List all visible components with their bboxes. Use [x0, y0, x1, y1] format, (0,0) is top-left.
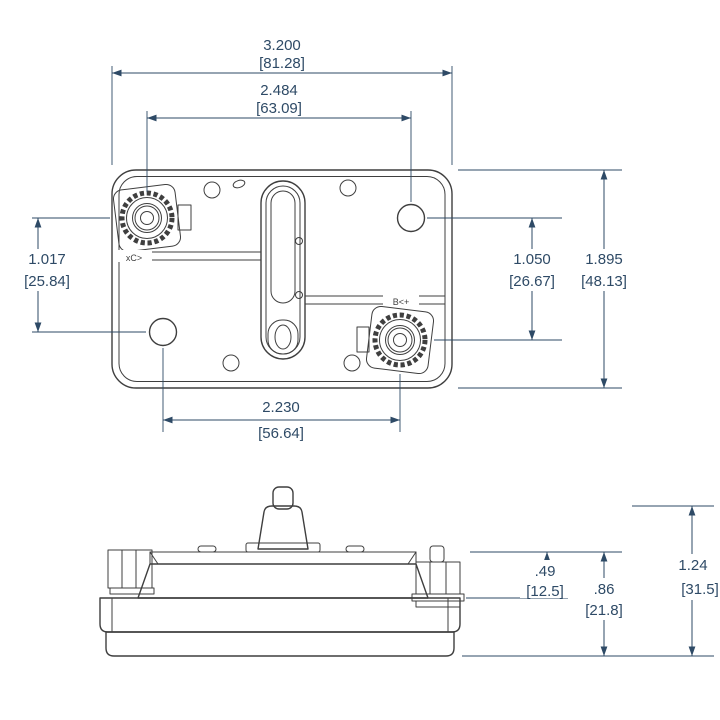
dim-overall-width-in: 3.200	[263, 37, 301, 54]
dim-overall-width: 3.200 [81.28]	[111, 37, 453, 165]
dim-side-overall-height-mm: [31.5]	[681, 581, 719, 598]
side-view	[99, 486, 465, 657]
dim-left-offset-mm: [25.84]	[24, 273, 70, 290]
cap-collar	[245, 542, 321, 553]
left-terminal-tab	[177, 204, 192, 231]
stud-tip	[429, 545, 445, 563]
mounting-hole-bottom-left	[148, 317, 178, 347]
dim-mount-spacing-in: 2.230	[262, 399, 300, 416]
text-mask	[500, 249, 564, 291]
cover-screw	[345, 545, 365, 553]
dim-stud-height-in: .49	[535, 563, 556, 580]
left-terminal-stud	[112, 183, 182, 253]
dim-side-overall-height: 1.24 [31.5]	[666, 506, 720, 656]
breaker-body-inner-outline	[118, 176, 446, 382]
reset-button-housing	[267, 319, 299, 355]
text-mask	[666, 554, 720, 600]
case-detail-hole	[222, 354, 240, 372]
right-polarity-marking: B<+	[393, 297, 410, 307]
text-mask	[16, 249, 78, 291]
base	[99, 597, 461, 657]
serrated-nut-icon	[119, 190, 175, 246]
dim-stud-height: .49 [12.5]	[520, 552, 572, 600]
mounting-hole-top-right	[396, 203, 426, 233]
dim-side-overall-height-in: 1.24	[678, 557, 707, 574]
reset-button-stem	[272, 486, 294, 510]
case-detail-oval	[232, 179, 246, 189]
dim-body-height: .86 [21.8]	[576, 552, 632, 656]
reset-button-cap	[257, 505, 309, 550]
top-view-dimensions: 3.200 [81.28] 2.484 [63.09] 1.017 [25.84…	[16, 37, 638, 442]
reset-lever-slot	[260, 180, 306, 360]
right-terminal-tab	[356, 326, 370, 353]
cover-screw	[197, 545, 217, 553]
right-terminal-stud	[365, 305, 435, 375]
dim-right-offset: 1.050 [26.67]	[427, 217, 564, 341]
dim-body-height-in: .86	[594, 581, 615, 598]
dim-right-offset-mm: [26.67]	[509, 273, 555, 290]
side-view-dimensions: .49 [12.5] .86 [21.8] 1.24 [31.5]	[462, 505, 720, 657]
dim-mount-spacing: 2.230 [56.64]	[162, 348, 401, 442]
text-mask	[520, 560, 572, 598]
left-stud-terminal	[107, 549, 155, 595]
dim-stud-spacing-in: 2.484	[260, 82, 298, 99]
case-detail-hole	[339, 179, 357, 197]
left-polarity-marking: xC>	[126, 253, 142, 263]
dim-overall-width-mm: [81.28]	[259, 55, 305, 72]
case-detail-hole	[203, 181, 221, 199]
dim-left-offset-in: 1.017	[28, 251, 66, 268]
dim-body-height-mm: [21.8]	[585, 602, 623, 619]
breaker-body-outline	[111, 169, 453, 389]
dim-right-offset-in: 1.050	[513, 251, 551, 268]
serrated-nut-icon	[372, 312, 428, 368]
dim-mount-spacing-mm: [56.64]	[258, 425, 304, 442]
dim-stud-spacing: 2.484 [63.09]	[146, 82, 412, 202]
reset-button	[274, 324, 292, 350]
dim-overall-height-mm: [48.13]	[581, 273, 627, 290]
dim-stud-spacing-mm: [63.09]	[256, 100, 302, 117]
upper-housing	[137, 563, 429, 599]
dim-stud-height-mm: [12.5]	[526, 583, 564, 600]
dim-left-offset: 1.017 [25.84]	[16, 217, 146, 333]
right-stud-terminal	[411, 545, 465, 608]
hex-nut	[415, 561, 461, 595]
top-view: xC> B<+	[111, 169, 453, 389]
text-mask	[576, 578, 632, 620]
case-detail-hole	[343, 354, 361, 372]
text-mask	[116, 250, 152, 262]
dim-overall-height-in: 1.895	[585, 251, 623, 268]
washer	[415, 600, 461, 608]
text-mask	[570, 249, 638, 291]
text-mask	[383, 294, 419, 306]
dim-overall-height: 1.895 [48.13]	[458, 169, 638, 389]
